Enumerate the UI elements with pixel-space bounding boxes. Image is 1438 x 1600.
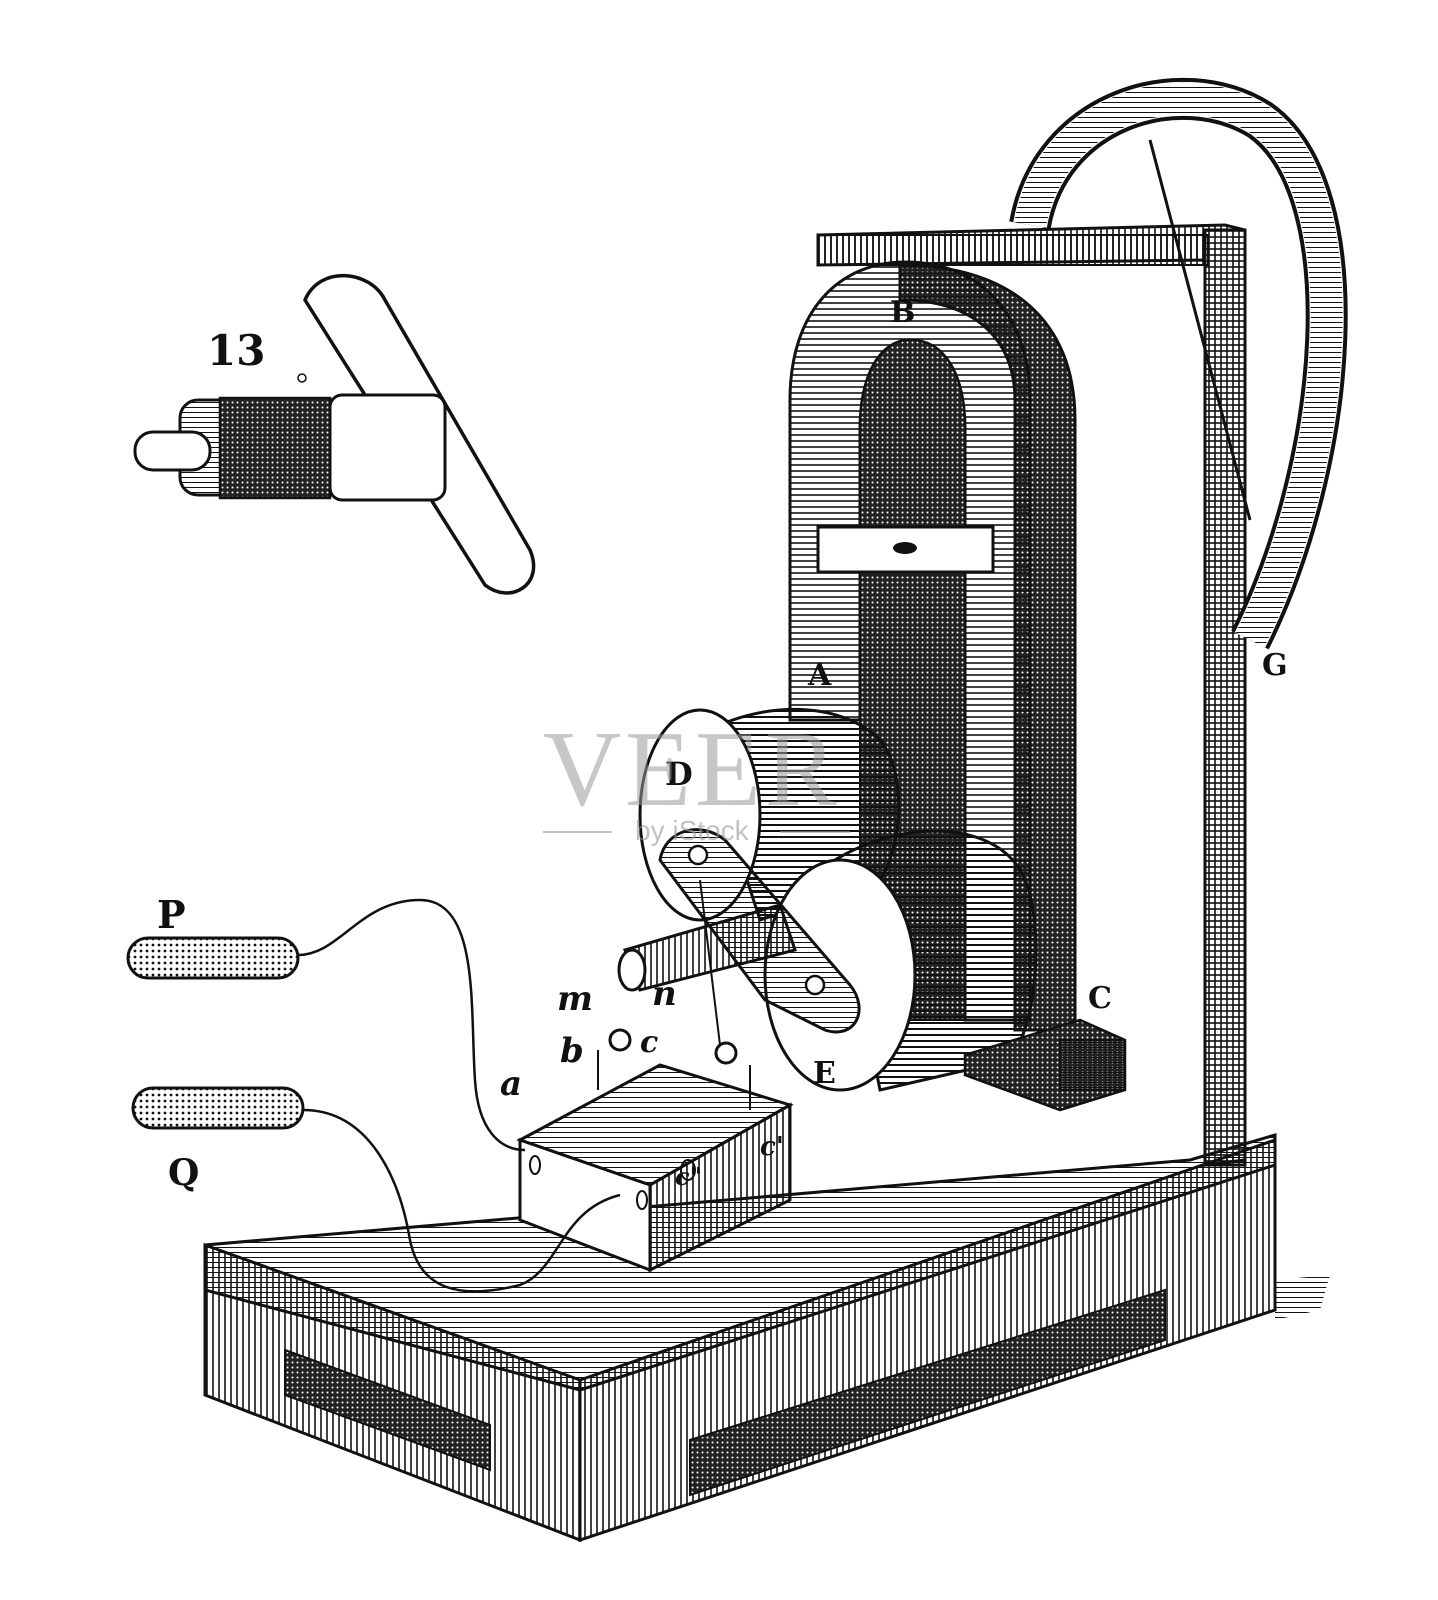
label-a: a bbox=[500, 1064, 522, 1104]
arc-frame-G bbox=[1009, 77, 1348, 650]
commutator-block bbox=[516, 879, 794, 1273]
label-c-doubleprime: c" bbox=[675, 1162, 702, 1191]
label-Q: Q bbox=[168, 1152, 199, 1194]
label-n: n bbox=[652, 974, 677, 1014]
wooden-base bbox=[203, 1132, 1330, 1543]
handle-P bbox=[126, 898, 526, 1152]
label-C: C bbox=[1088, 981, 1112, 1016]
watermark-main: VEER bbox=[543, 710, 841, 829]
keeper-C bbox=[963, 1018, 1127, 1112]
label-B: B bbox=[890, 295, 915, 330]
label-D: D bbox=[665, 755, 693, 793]
labels: 13 B A D E C G P Q a b c m n c' c" bbox=[157, 295, 1288, 1194]
label-P: P bbox=[157, 892, 186, 937]
label-b: b bbox=[560, 1031, 584, 1071]
axle bbox=[617, 903, 797, 992]
label-m: m bbox=[557, 979, 593, 1019]
detail-commutator-crank bbox=[133, 273, 536, 595]
label-A: A bbox=[807, 658, 832, 693]
watermark-sub: by iStock bbox=[635, 815, 750, 846]
handle-Q bbox=[131, 1086, 621, 1293]
label-c: c bbox=[640, 1025, 658, 1060]
label-c-prime: c' bbox=[760, 1132, 784, 1162]
figure-number: 13 bbox=[207, 326, 265, 375]
label-E: E bbox=[813, 1056, 836, 1091]
watermark: VEER by iStock bbox=[543, 710, 850, 846]
label-G: G bbox=[1262, 648, 1288, 683]
